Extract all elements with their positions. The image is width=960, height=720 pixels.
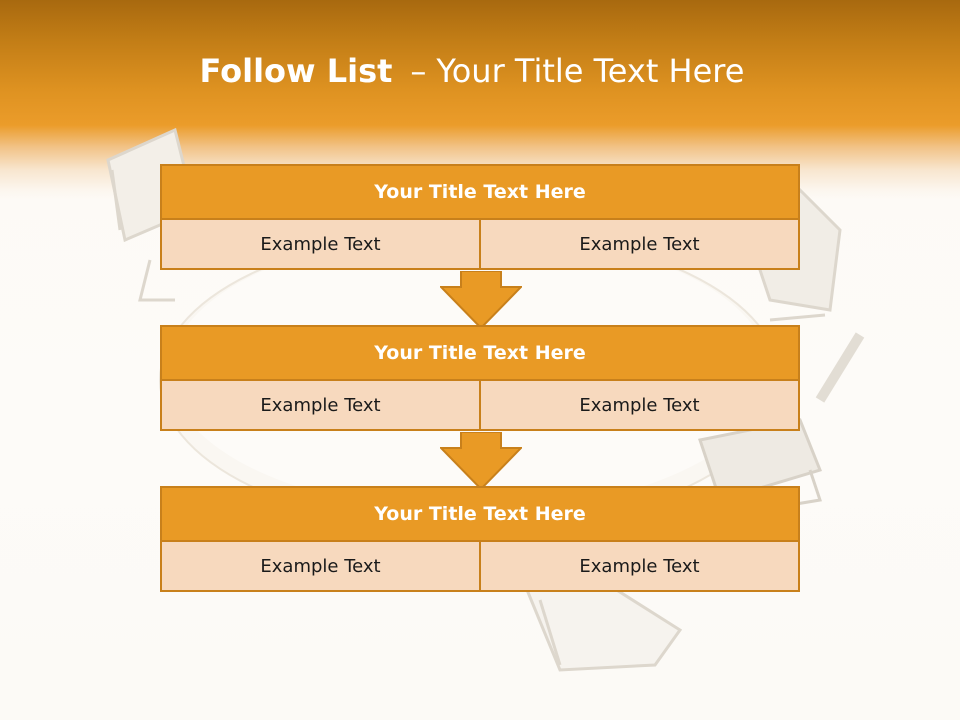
step-2-left-cell: Example Text	[160, 381, 479, 431]
down-arrow-icon	[440, 432, 522, 490]
step-title-3: Your Title Text Here	[160, 486, 800, 542]
step-1-left-cell: Example Text	[160, 220, 479, 270]
step-cells-1: Example Text Example Text	[160, 220, 800, 270]
step-block-2: Your Title Text Here Example Text Exampl…	[160, 325, 800, 431]
title-bold: Follow List	[199, 52, 393, 90]
step-block-3: Your Title Text Here Example Text Exampl…	[160, 486, 800, 592]
step-3-right-cell: Example Text	[479, 542, 800, 592]
title-dash: –	[410, 52, 427, 90]
step-title-2: Your Title Text Here	[160, 325, 800, 381]
step-block-1: Your Title Text Here Example Text Exampl…	[160, 164, 800, 270]
step-title-1: Your Title Text Here	[160, 164, 800, 220]
step-3-left-cell: Example Text	[160, 542, 479, 592]
step-2-right-cell: Example Text	[479, 381, 800, 431]
title-rest: Your Title Text Here	[436, 52, 745, 90]
slide-title: Follow List–Your Title Text Here	[0, 52, 944, 90]
down-arrow-icon	[440, 271, 522, 329]
step-1-right-cell: Example Text	[479, 220, 800, 270]
step-cells-3: Example Text Example Text	[160, 542, 800, 592]
step-cells-2: Example Text Example Text	[160, 381, 800, 431]
